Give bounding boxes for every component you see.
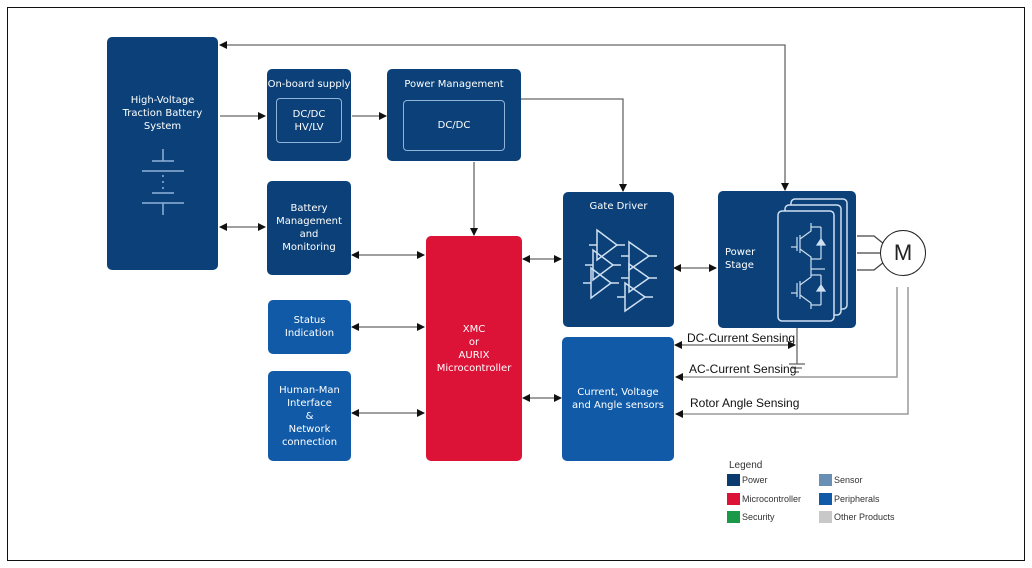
- pm-dcdc-box: DC/DC: [403, 100, 505, 151]
- legend-swatch-other-products: [819, 511, 832, 523]
- hmi-label-line: Interface: [287, 397, 332, 409]
- legend-swatch-security: [727, 511, 740, 523]
- pm-dcdc-label: DC/DC: [437, 120, 471, 131]
- hmi-label-line: &: [305, 410, 314, 422]
- status-label-line: Indication: [284, 328, 335, 339]
- bms-label-line: Battery: [290, 203, 328, 214]
- gate-driver-block[interactable]: Gate Driver: [563, 192, 674, 327]
- onboard-supply-title: On-board supply: [267, 79, 351, 90]
- power-management-title: Power Management: [404, 79, 504, 90]
- hmi-label-line: Network: [288, 423, 331, 435]
- motor-label: M: [893, 240, 913, 265]
- legend-swatch-power: [727, 474, 740, 486]
- gate-driver-title: Gate Driver: [589, 201, 648, 212]
- ac-current-sensing-label: AC-Current Sensing: [689, 362, 797, 376]
- power-stage-label-line: Power: [725, 247, 756, 258]
- status-indication-block[interactable]: Status Indication: [268, 300, 351, 354]
- onboard-dcdc-line: DC/DC: [292, 108, 326, 120]
- bms-block[interactable]: Battery Management and Monitoring: [267, 181, 351, 275]
- hmi-network-block[interactable]: Human-Man Interface & Network connection: [268, 371, 351, 461]
- sensors-label-line: Current, Voltage: [577, 387, 659, 398]
- status-label-line: Status: [293, 315, 326, 326]
- microcontroller-block[interactable]: XMC or AURIX Microcontroller: [426, 236, 522, 461]
- mcu-label-line: XMC: [462, 323, 486, 335]
- onboard-dcdc-box: DC/DC HV/LV: [276, 98, 342, 143]
- hmi-label-line: connection: [281, 436, 338, 448]
- legend-label-other-products: Other Products: [834, 512, 895, 522]
- battery-label: High-Voltage Traction Battery System: [123, 94, 203, 133]
- onboard-dcdc-line: HV/LV: [294, 121, 324, 133]
- legend-label-sensor: Sensor: [834, 475, 863, 485]
- legend-label-peripherals: Peripherals: [834, 494, 880, 504]
- igbt-module-icon: [777, 198, 848, 322]
- legend-label-microcontroller: Microcontroller: [742, 494, 802, 504]
- rotor-angle-sensing-label: Rotor Angle Sensing: [690, 396, 800, 410]
- sensors-block[interactable]: Current, Voltage and Angle sensors: [562, 337, 674, 461]
- sensors-label-line: and Angle sensors: [572, 400, 664, 411]
- legend-title: Legend: [729, 460, 763, 471]
- power-stage-label: Power Stage: [725, 246, 755, 272]
- onboard-supply-block[interactable]: On-board supply DC/DC HV/LV: [267, 69, 351, 161]
- mcu-label-line: Microcontroller: [436, 362, 512, 374]
- mcu-label-line: or: [468, 336, 480, 348]
- motor[interactable]: M: [880, 230, 926, 276]
- bms-label-line: Monitoring: [282, 242, 336, 253]
- battery-label-line: Traction Battery: [122, 108, 203, 119]
- bms-label-line: Management: [276, 216, 342, 227]
- power-stage-label-line: Stage: [725, 260, 754, 271]
- battery-label-line: System: [143, 121, 182, 132]
- hmi-label-line: Human-Man: [279, 384, 340, 396]
- legend-swatch-sensor: [819, 474, 832, 486]
- dc-current-sensing-label: DC-Current Sensing: [687, 331, 796, 345]
- mcu-label-line: AURIX: [458, 349, 490, 361]
- gate-driver-icon: [583, 228, 657, 313]
- power-management-block[interactable]: Power Management DC/DC: [387, 69, 521, 161]
- bms-label-line: and: [299, 229, 319, 240]
- legend-swatch-peripherals: [819, 493, 832, 505]
- legend-swatch-microcontroller: [727, 493, 740, 505]
- battery-label-line: High-Voltage: [130, 95, 195, 106]
- legend-label-power: Power: [742, 475, 768, 485]
- battery-icon: [141, 149, 184, 215]
- battery-block[interactable]: High-Voltage Traction Battery System: [107, 37, 218, 270]
- legend-label-security: Security: [742, 512, 775, 522]
- power-stage-block[interactable]: Power Stage: [718, 191, 856, 328]
